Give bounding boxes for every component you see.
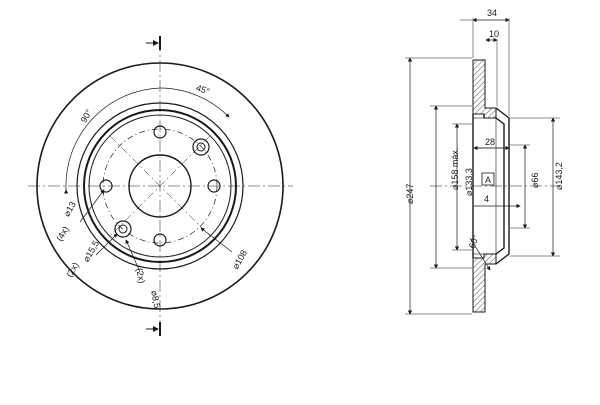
label-datum-a: A <box>485 175 491 185</box>
leader-dia-8-5 <box>125 239 141 273</box>
label-dia-108: ⌀108 <box>230 248 249 271</box>
front-view <box>28 36 293 336</box>
section-view <box>405 17 560 315</box>
dimension-lines <box>407 17 556 315</box>
disc-section-lower <box>472 253 497 313</box>
label-holes-2x: (2x) <box>64 261 80 279</box>
centerline-diag-2 <box>109 135 211 237</box>
label-dia-247: ⌀247 <box>405 184 415 204</box>
bolt-hole <box>207 179 221 193</box>
hat-section <box>483 107 510 265</box>
label-angle-45: 45° <box>195 83 212 97</box>
angle-45-arc <box>159 87 230 118</box>
locating-hole-inner <box>118 224 128 234</box>
leader-dia-13 <box>79 189 105 223</box>
locating-hole-inner <box>196 142 206 152</box>
leader-dia-108 <box>200 227 233 253</box>
label-dia-133-3: ⌀133,3 <box>464 168 474 196</box>
label-dia-8-5: ⌀8,5 <box>149 290 162 309</box>
label-dia-15-5: ⌀15,5 <box>81 239 101 264</box>
label-dia-66: ⌀66 <box>530 173 540 188</box>
section-view-labels: 34 10 28 4 A ⌀247 ⌀158 máx. ⌀133,3 ⌀66 ⌀… <box>405 8 564 250</box>
label-dia-143-2: ⌀143,2 <box>554 162 564 190</box>
bolt-hole <box>153 233 167 247</box>
label-dim-28: 28 <box>485 137 495 147</box>
label-dia-13: ⌀13 <box>62 200 78 218</box>
leader-dia-15-5 <box>95 233 118 256</box>
label-angle-90: 90° <box>79 107 95 124</box>
angle-90-arc <box>64 87 161 194</box>
front-view-labels: 90° 45° (4x) ⌀13 (2x) ⌀15,5 (2x) ⌀8,5 ⌀1… <box>54 83 249 309</box>
bolt-hole <box>99 179 113 193</box>
locating-hole-outer <box>114 220 132 238</box>
label-dim-4: 4 <box>484 194 489 204</box>
label-dim-34: 34 <box>487 8 497 18</box>
label-dia-158: ⌀158 máx. <box>450 148 460 190</box>
disc-section-upper <box>472 59 497 119</box>
label-holes-4x: (4x) <box>54 225 70 243</box>
label-angle-60: 60° <box>467 233 481 250</box>
label-dim-10: 10 <box>489 29 499 39</box>
datum-box-a <box>481 172 495 186</box>
leader-60 <box>469 237 491 271</box>
locating-hole-outer <box>192 138 210 156</box>
bolt-hole <box>153 125 167 139</box>
label-holes-2x-b: (2x) <box>134 267 147 284</box>
